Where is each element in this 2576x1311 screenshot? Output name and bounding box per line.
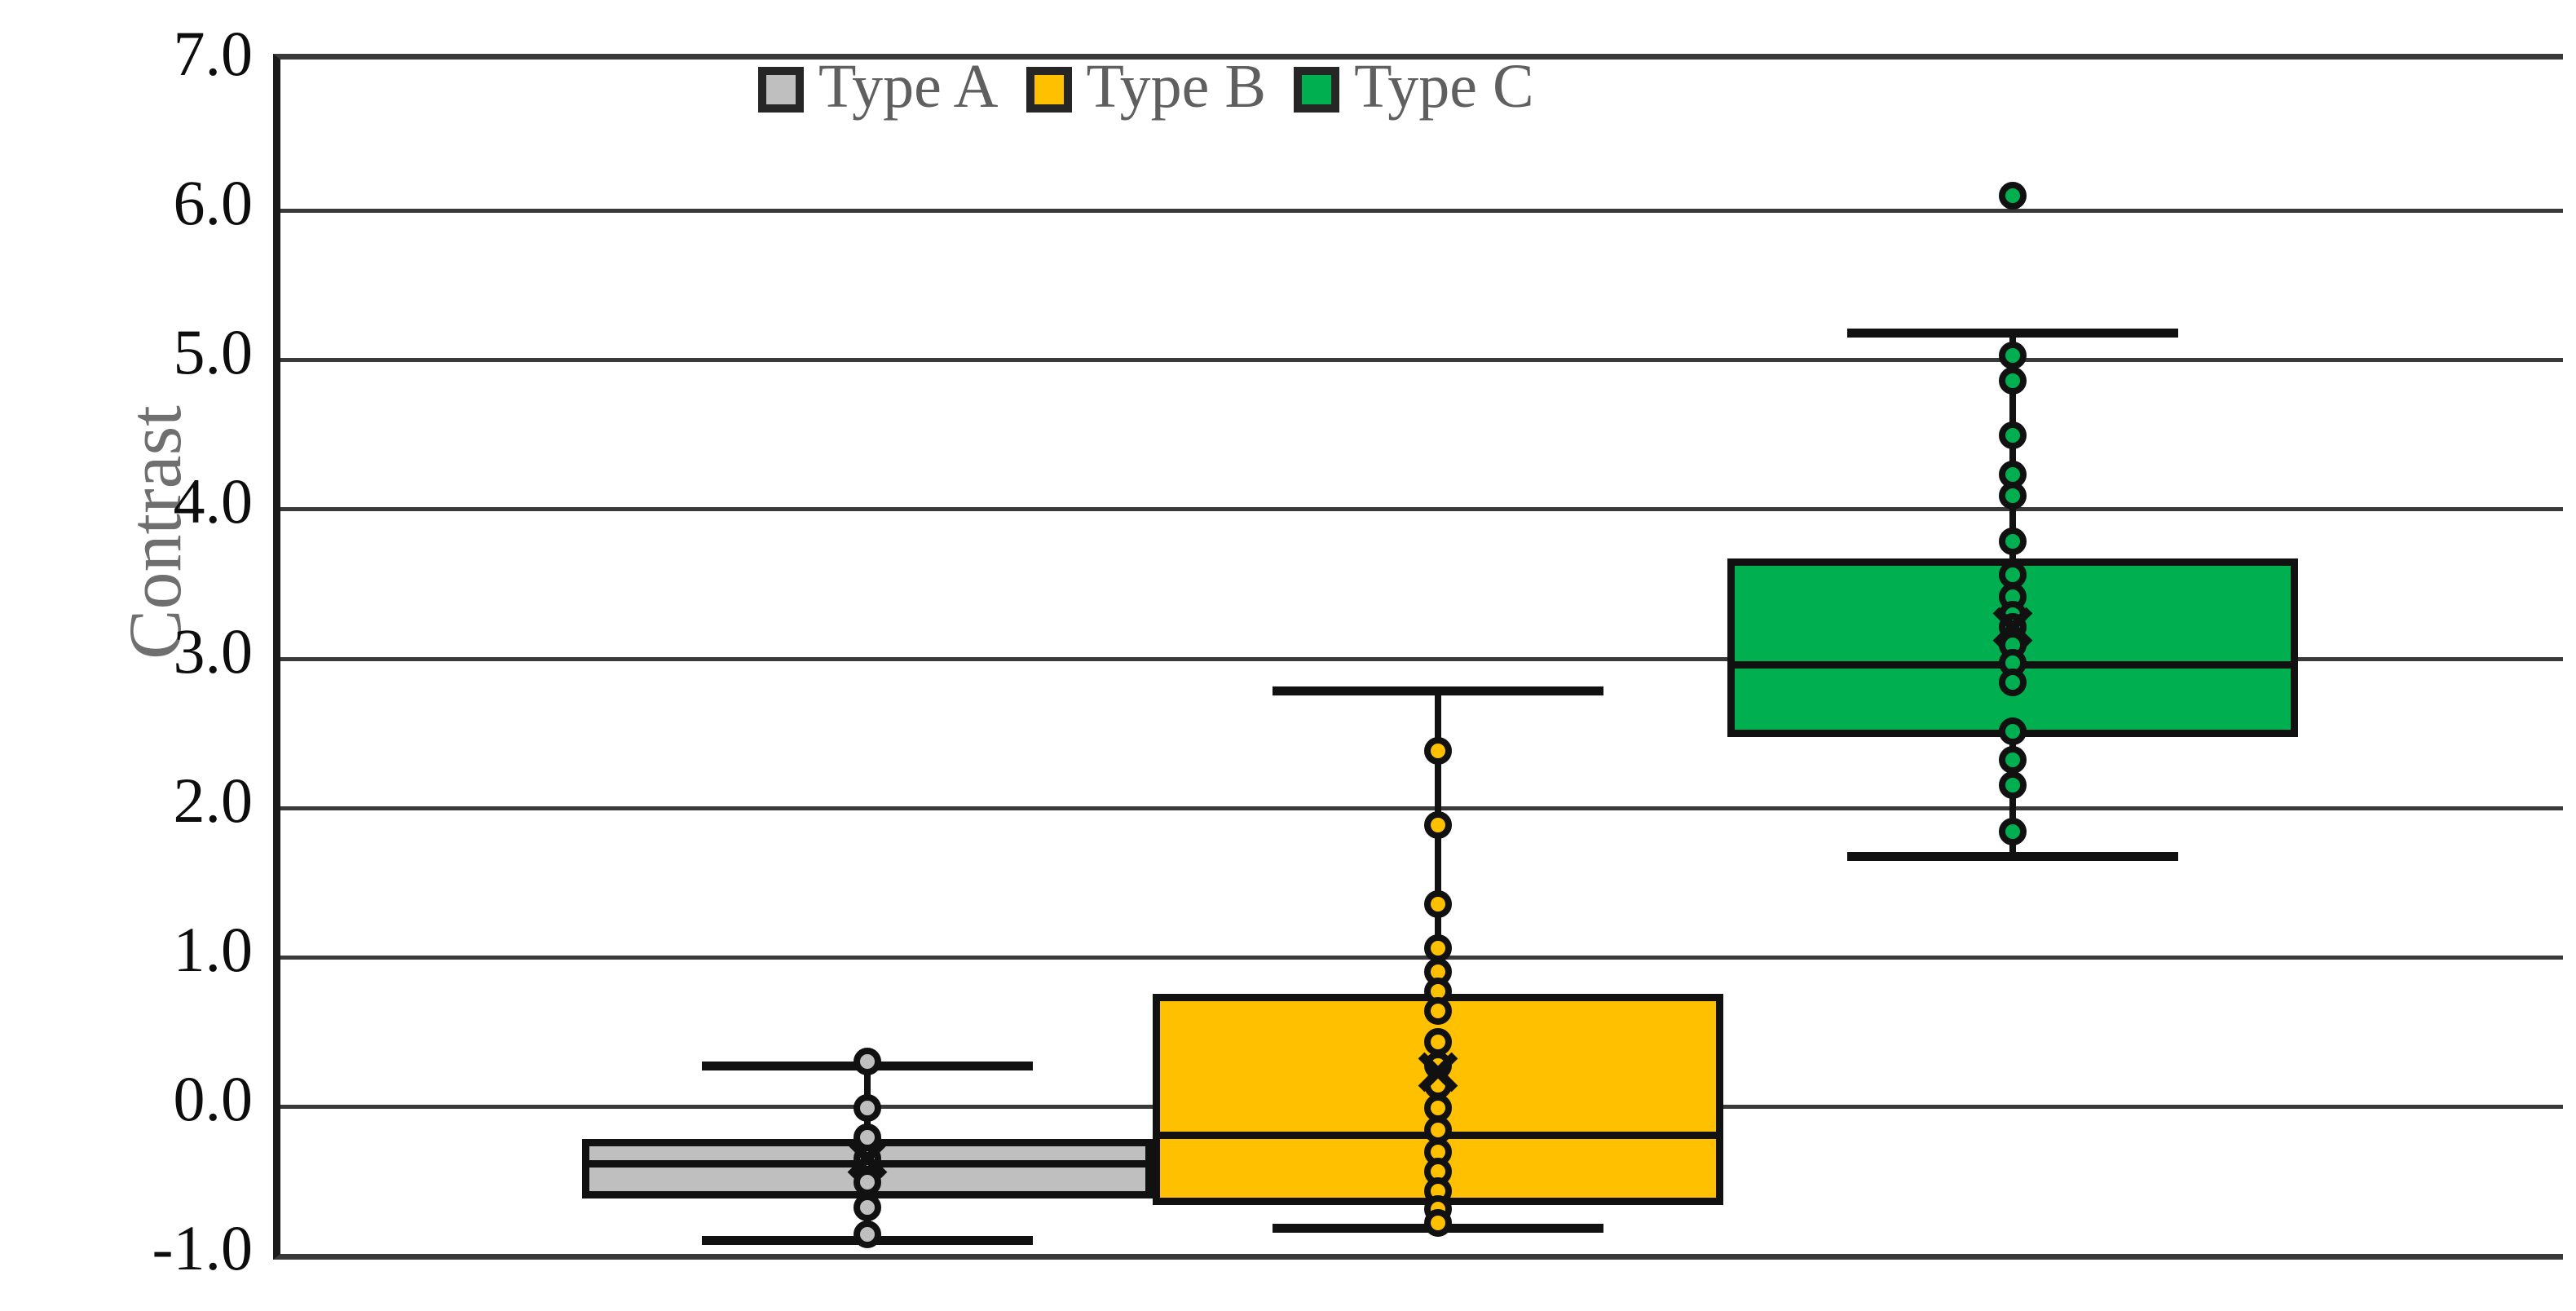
mean-marker-icon	[844, 1135, 891, 1182]
whisker-cap-lower	[1847, 852, 2178, 862]
data-point	[1424, 996, 1452, 1025]
y-tick-label: 5.0	[173, 316, 254, 388]
gridline	[280, 806, 2563, 810]
y-tick-label: -1.0	[152, 1212, 253, 1283]
y-tick-label: 1.0	[173, 913, 254, 985]
y-tick-label: 4.0	[173, 466, 254, 537]
legend: Type A Type B Type C	[758, 55, 1534, 121]
data-point	[1424, 811, 1452, 840]
legend-item-type-a[interactable]: Type A	[758, 55, 999, 121]
boxplot-group-type-c	[280, 60, 2563, 1254]
plot-area	[273, 54, 2563, 1260]
data-point	[1999, 181, 2027, 210]
mean-marker-icon	[1989, 603, 2036, 651]
y-tick-label: 0.0	[173, 1062, 254, 1134]
data-point	[1999, 422, 2027, 450]
y-tick-label: 7.0	[173, 18, 254, 89]
whisker-cap-upper	[1273, 686, 1603, 696]
data-point	[1999, 481, 2027, 510]
data-point	[1999, 817, 2027, 845]
data-point	[854, 1093, 881, 1122]
data-point	[1999, 341, 2027, 369]
data-point	[1424, 890, 1452, 919]
boxplot-group-type-a	[280, 60, 2563, 1254]
data-point	[1999, 668, 2027, 696]
legend-item-type-b[interactable]: Type B	[1026, 55, 1266, 121]
legend-label: Type B	[1086, 52, 1267, 121]
data-point	[1424, 1208, 1452, 1237]
data-point	[1999, 717, 2027, 746]
data-point	[854, 1221, 881, 1249]
data-point	[854, 1194, 881, 1222]
data-point	[1424, 934, 1452, 962]
legend-label: Type A	[818, 52, 999, 121]
y-tick-label: 3.0	[173, 615, 254, 686]
data-point	[854, 1047, 881, 1075]
whisker-cap-upper	[1847, 328, 2178, 338]
legend-swatch-icon	[1294, 67, 1340, 113]
legend-swatch-icon	[758, 67, 804, 113]
data-point	[1999, 527, 2027, 556]
legend-label: Type C	[1354, 52, 1534, 121]
data-point	[1999, 745, 2027, 774]
gridline	[280, 507, 2563, 512]
boxplot-group-type-b	[280, 60, 2563, 1254]
y-tick-label: 2.0	[173, 764, 254, 836]
data-point	[1424, 736, 1452, 765]
y-tick-label: 6.0	[173, 167, 254, 239]
gridline	[280, 955, 2563, 960]
data-point	[1999, 366, 2027, 395]
gridline	[280, 209, 2563, 214]
mean-marker-icon	[1414, 1048, 1462, 1096]
legend-item-type-c[interactable]: Type C	[1294, 55, 1534, 121]
gridline	[280, 358, 2563, 363]
gridline	[280, 656, 2563, 661]
data-point	[1999, 770, 2027, 799]
legend-swatch-icon	[1026, 67, 1072, 113]
